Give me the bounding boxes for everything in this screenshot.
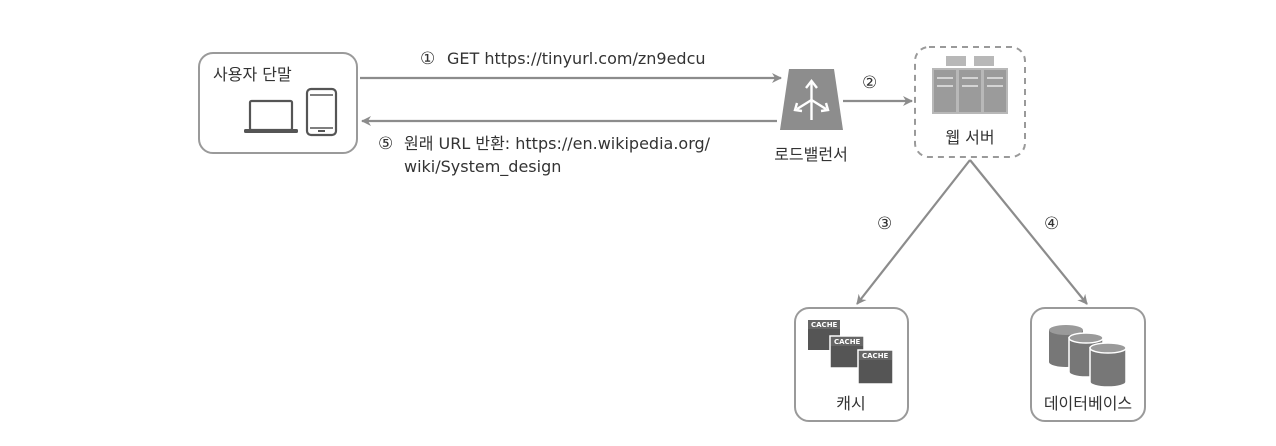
- request-label: GET https://tinyurl.com/zn9edcu: [447, 49, 706, 68]
- server-to-db-arrow: [969, 159, 1088, 305]
- web-server-node: 웹 서버: [914, 46, 1026, 158]
- laptop-icon: [244, 99, 298, 133]
- server-to-cache-arrow: [856, 159, 971, 305]
- cache-stack-icon: CACHE CACHE CACHE: [808, 320, 894, 385]
- response-label-line2: wiki/System_design: [404, 157, 561, 177]
- server-to-db-step-number: ④: [1044, 214, 1059, 234]
- database-label: 데이터베이스: [1044, 394, 1132, 413]
- response-step-number: ⑤: [378, 134, 393, 154]
- svg-text:CACHE: CACHE: [811, 321, 838, 329]
- cache-node: CACHE CACHE CACHE 캐시: [794, 307, 909, 422]
- server-to-cache-edge: ③: [856, 159, 971, 305]
- load-balancer-icon: [780, 69, 843, 130]
- load-balancer-node: 로드밸런서: [774, 69, 848, 164]
- server-rack-icon: [932, 56, 1008, 114]
- lb-to-server-step-number: ②: [862, 73, 877, 93]
- lb-to-server-edge: ②: [843, 73, 913, 106]
- server-to-cache-step-number: ③: [877, 214, 892, 234]
- svg-text:CACHE: CACHE: [862, 352, 889, 360]
- response-label-line1: 원래 URL 반환: https://en.wikipedia.org/: [404, 134, 711, 153]
- tablet-icon: [305, 87, 338, 137]
- web-server-label: 웹 서버: [945, 128, 994, 147]
- response-edge: ⑤ 원래 URL 반환: https://en.wikipedia.org/ w…: [361, 116, 777, 177]
- request-edge: ① GET https://tinyurl.com/zn9edcu: [360, 49, 782, 83]
- database-node: 데이터베이스: [1030, 307, 1146, 422]
- client-node: 사용자 단말: [198, 52, 358, 154]
- cache-label: 캐시: [836, 394, 865, 413]
- request-step-number: ①: [420, 49, 435, 69]
- load-balancer-label: 로드밸런서: [774, 145, 848, 164]
- svg-text:CACHE: CACHE: [834, 338, 861, 346]
- client-label: 사용자 단말: [213, 65, 292, 84]
- database-stack-icon: [1049, 325, 1127, 388]
- server-to-db-edge: ④: [969, 159, 1088, 305]
